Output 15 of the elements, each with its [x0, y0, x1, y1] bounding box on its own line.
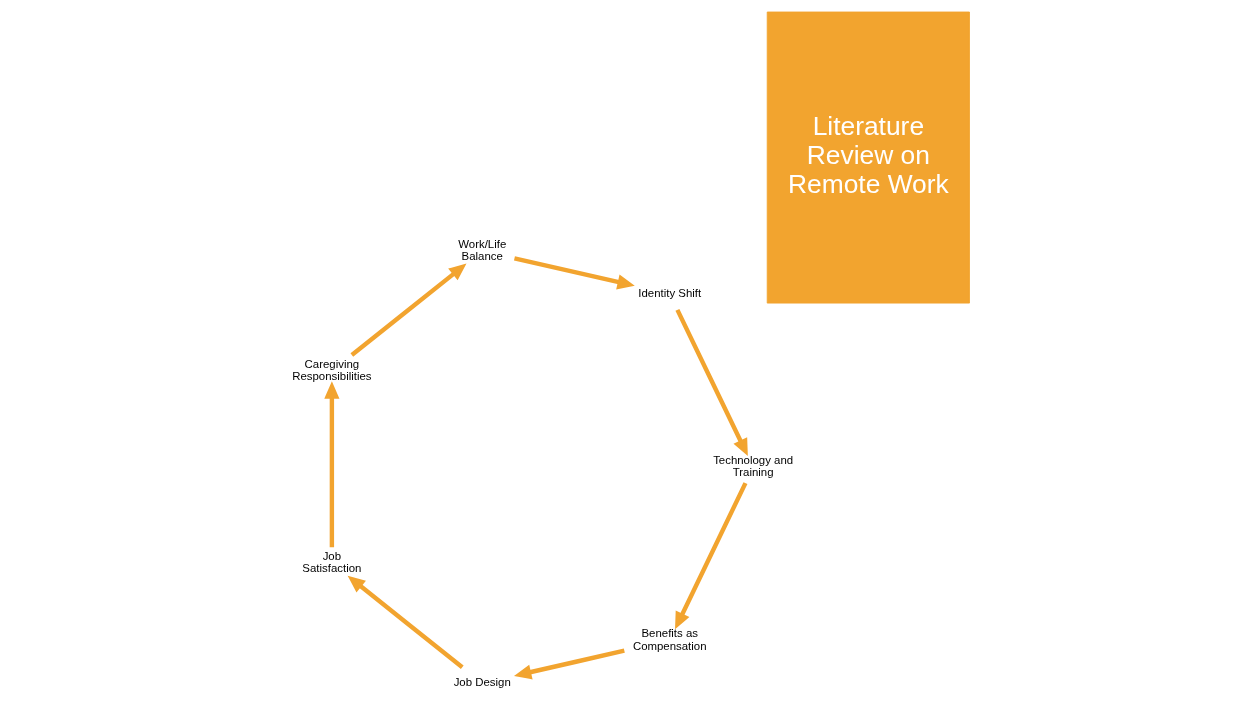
- node-box: Literature Review on Remote Work: [766, 11, 970, 304]
- node-text: Benefits as Compensation: [632, 627, 707, 652]
- arrow: [513, 256, 635, 290]
- node-text: Work/Life Balance: [458, 237, 507, 263]
- node-text: Job Design: [453, 676, 511, 689]
- arrow: [347, 575, 464, 669]
- node-text: Caregiving Responsibilities: [292, 357, 372, 383]
- node-text: Job Satisfaction: [302, 550, 362, 575]
- arrow: [513, 648, 625, 680]
- arrow: [324, 381, 340, 548]
- node-text: Identity Shift: [638, 286, 702, 299]
- arrow: [675, 308, 748, 457]
- node-text: Technology and Training: [713, 453, 794, 479]
- arrow: [675, 482, 748, 630]
- arrow: [350, 263, 467, 357]
